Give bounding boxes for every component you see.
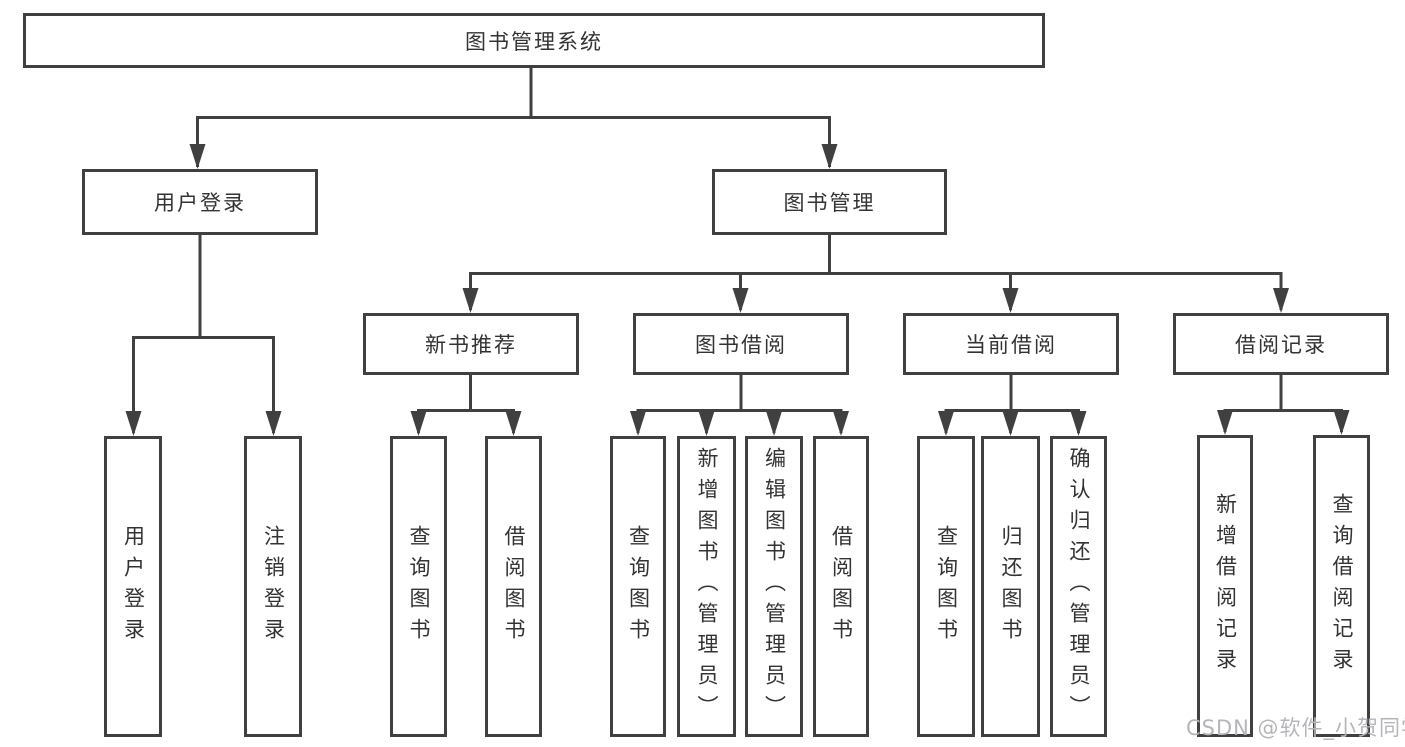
leaf-query-books-1-label: 查询图书 bbox=[407, 524, 431, 649]
node-root-system: 图书管理系统 bbox=[23, 13, 1045, 68]
leaf-borrow-books-1-label: 借阅图书 bbox=[502, 524, 526, 649]
node-borrow-records: 借阅记录 bbox=[1173, 313, 1389, 375]
leaf-add-borrow-record: 新增借阅记录 bbox=[1197, 435, 1253, 737]
leaf-edit-books-admin-label: 编辑图书（管理员） bbox=[762, 447, 787, 726]
leaf-confirm-return-admin: 确认归还（管理员） bbox=[1050, 436, 1107, 737]
node-user-login: 用户登录 bbox=[82, 169, 318, 235]
node-book-management-label: 图书管理 bbox=[783, 191, 876, 215]
node-book-borrow: 图书借阅 bbox=[633, 313, 849, 375]
leaf-edit-books-admin: 编辑图书（管理员） bbox=[745, 436, 803, 737]
leaf-logout: 注销登录 bbox=[244, 436, 302, 737]
leaf-confirm-return-admin-label: 确认归还（管理员） bbox=[1067, 447, 1091, 726]
leaf-return-books: 归还图书 bbox=[981, 436, 1040, 737]
leaf-return-books-label: 归还图书 bbox=[999, 524, 1023, 649]
node-book-management: 图书管理 bbox=[712, 169, 947, 235]
leaf-borrow-books-1: 借阅图书 bbox=[485, 436, 542, 737]
leaf-logout-label: 注销登录 bbox=[261, 524, 286, 649]
leaf-query-books-3: 查询图书 bbox=[917, 436, 975, 737]
leaf-borrow-books-2-label: 借阅图书 bbox=[829, 524, 854, 649]
leaf-user-login: 用户登录 bbox=[104, 436, 162, 737]
node-current-borrow: 当前借阅 bbox=[903, 313, 1119, 375]
csdn-watermark: CSDN @软件_小贺同学 bbox=[1186, 716, 1405, 740]
leaf-borrow-books-2: 借阅图书 bbox=[813, 436, 869, 737]
node-user-login-label: 用户登录 bbox=[154, 191, 246, 215]
leaf-query-books-2-label: 查询图书 bbox=[626, 524, 651, 649]
node-root-system-label: 图书管理系统 bbox=[465, 29, 603, 54]
leaf-query-books-1: 查询图书 bbox=[390, 436, 447, 737]
leaf-add-books-admin-label: 新增图书（管理员） bbox=[695, 447, 719, 726]
leaf-query-borrow-record: 查询借阅记录 bbox=[1313, 435, 1370, 737]
node-borrow-records-label: 借阅记录 bbox=[1235, 333, 1327, 357]
node-current-borrow-label: 当前借阅 bbox=[965, 333, 1057, 357]
leaf-add-books-admin: 新增图书（管理员） bbox=[677, 436, 736, 737]
node-new-book-recommend-label: 新书推荐 bbox=[425, 333, 517, 357]
leaf-query-books-2: 查询图书 bbox=[610, 436, 666, 737]
node-new-book-recommend: 新书推荐 bbox=[363, 313, 579, 375]
leaf-query-books-3-label: 查询图书 bbox=[934, 524, 959, 649]
leaf-add-borrow-record-label: 新增借阅记录 bbox=[1213, 493, 1238, 679]
leaf-query-borrow-record-label: 查询借阅记录 bbox=[1330, 493, 1354, 679]
node-book-borrow-label: 图书借阅 bbox=[695, 333, 787, 357]
leaf-user-login-label: 用户登录 bbox=[121, 524, 146, 649]
